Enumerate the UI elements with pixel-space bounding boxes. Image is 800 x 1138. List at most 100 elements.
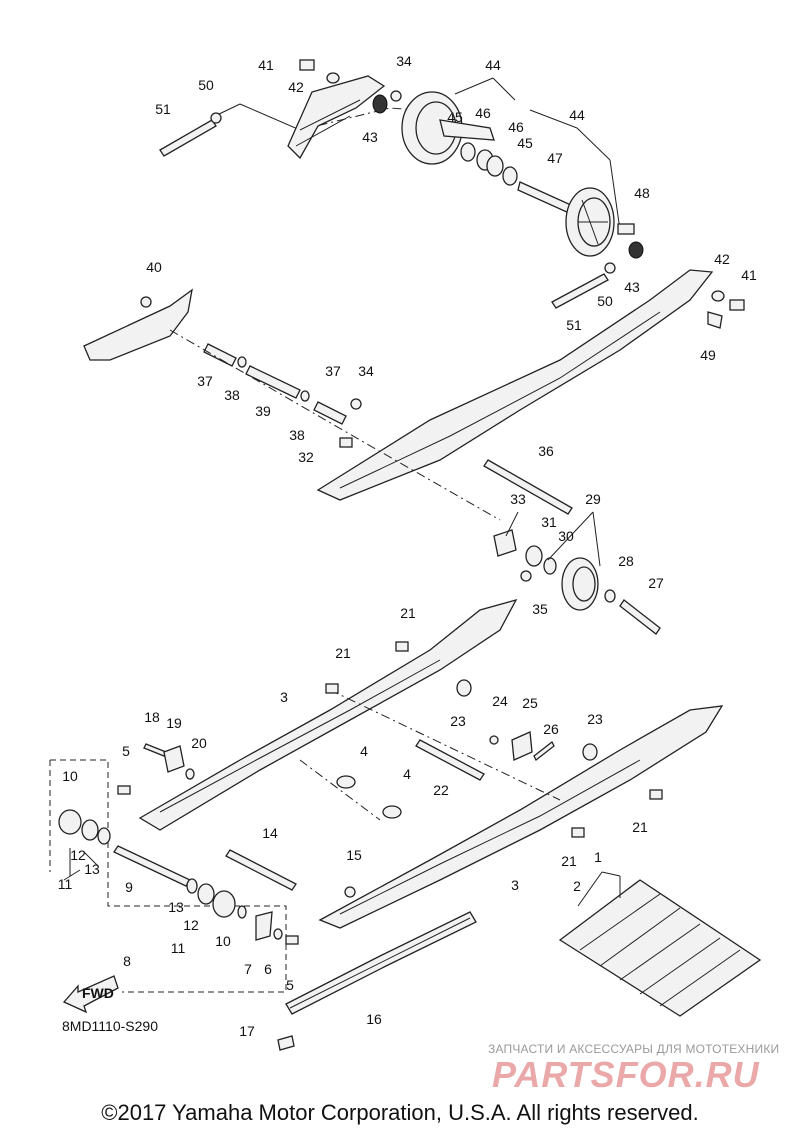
- callout-c6: 6: [264, 961, 272, 977]
- shaft-14: [225, 849, 297, 891]
- callout-c36: 36: [538, 443, 554, 459]
- callout-c40: 40: [146, 259, 162, 275]
- callout-c18: 18: [144, 709, 160, 725]
- callout-c46a: 46: [475, 105, 491, 121]
- callout-c42b: 42: [714, 251, 730, 267]
- bearing-45-left: [460, 142, 476, 162]
- bolt-21-b: [325, 683, 339, 694]
- callout-c45a: 45: [447, 109, 463, 125]
- bolt-51-lower: [551, 273, 609, 309]
- callout-c21a: 21: [400, 605, 416, 621]
- callout-c45b: 45: [517, 135, 533, 151]
- lower-slide-rail-frames: [117, 598, 724, 929]
- block-19: [163, 745, 185, 773]
- plate-7: [255, 911, 273, 941]
- slide-runner: [277, 911, 477, 1051]
- callout-c29: 29: [585, 491, 601, 507]
- callout-c50a: 50: [198, 77, 214, 93]
- callout-c38b: 38: [289, 427, 305, 443]
- callout-c9: 9: [125, 879, 133, 895]
- callout-c11a: 11: [58, 876, 73, 892]
- callout-c48: 48: [634, 185, 650, 201]
- upper-arm-bracket-left: [287, 75, 386, 160]
- nut-40: [140, 296, 152, 308]
- arm-plate-right: [316, 269, 714, 501]
- bolt-21-a: [395, 641, 409, 652]
- bearing-30: [543, 557, 557, 575]
- callout-c34a: 34: [396, 53, 412, 69]
- callout-c2: 2: [573, 878, 581, 894]
- upper-rear-axle-assembly: [159, 59, 745, 329]
- callout-c13a: 13: [84, 861, 100, 877]
- callout-c51a: 51: [155, 101, 171, 117]
- callout-c42a: 42: [288, 79, 304, 95]
- callout-c35: 35: [532, 601, 548, 617]
- callout-c4b: 4: [403, 766, 411, 782]
- collar-33: [493, 529, 517, 557]
- spacer-11: [237, 905, 247, 919]
- bolt-26: [533, 741, 555, 761]
- callout-c10a: 10: [62, 768, 78, 784]
- bearing-12-left: [81, 819, 99, 841]
- callout-c7: 7: [244, 961, 252, 977]
- callout-c3a: 3: [280, 689, 288, 705]
- callout-c21b: 21: [335, 645, 351, 661]
- nut-50-upper: [210, 112, 222, 124]
- callout-c33: 33: [510, 491, 526, 507]
- bearing-45-right: [502, 166, 518, 186]
- track-clip-kit: [558, 871, 762, 1017]
- nut-34-middle: [350, 398, 362, 410]
- bolt-48: [617, 223, 635, 235]
- callout-c25: 25: [522, 695, 538, 711]
- callout-c38a: 38: [224, 387, 240, 403]
- callout-c23b: 23: [587, 711, 603, 727]
- callout-c44b: 44: [569, 107, 585, 123]
- bolt-21-d: [571, 827, 585, 838]
- nut-15: [344, 886, 356, 898]
- washer-4-a: [336, 775, 356, 789]
- collar-43-lower: [628, 241, 644, 259]
- callout-c1: 1: [594, 849, 602, 865]
- washer-42-upper: [326, 72, 340, 84]
- callout-c26: 26: [543, 721, 559, 737]
- fwd-arrow-icon: FWD: [62, 975, 119, 1014]
- callout-c19: 19: [166, 715, 182, 731]
- wheel-10-right: [212, 890, 236, 918]
- collar-23-a: [456, 679, 472, 697]
- circlip-31: [525, 545, 543, 567]
- drawing-code: 8MD1110-S290: [62, 1018, 158, 1034]
- callout-c13b: 13: [168, 899, 184, 915]
- spacer-37-left: [203, 343, 237, 367]
- callout-c17: 17: [239, 1023, 255, 1039]
- callout-c34b: 34: [358, 363, 374, 379]
- callout-c21c: 21: [632, 819, 648, 835]
- bolt-5-a: [117, 785, 131, 795]
- callout-c41b: 41: [741, 267, 757, 283]
- wheel-10-left: [58, 809, 82, 835]
- callout-c30: 30: [558, 528, 574, 544]
- callout-c31: 31: [541, 514, 557, 530]
- seal-46-right: [486, 155, 504, 177]
- bolt-32: [339, 437, 353, 448]
- callout-c32: 32: [298, 449, 314, 465]
- callout-c16: 16: [366, 1011, 382, 1027]
- collar-23-b: [582, 743, 598, 761]
- ring-38-left: [237, 356, 247, 368]
- washer-42-lower: [711, 290, 725, 302]
- callout-c44a: 44: [485, 57, 501, 73]
- callout-c20: 20: [191, 735, 207, 751]
- track-section: [558, 879, 762, 1017]
- middle-arm-frame: [83, 269, 714, 635]
- bolt-21-c: [649, 789, 663, 800]
- bolt-41-lower: [729, 299, 745, 311]
- circlip-13-right: [186, 878, 198, 894]
- fwd-label: FWD: [82, 985, 114, 1001]
- shaft-22: [415, 739, 485, 781]
- callout-c8: 8: [123, 953, 131, 969]
- callout-c46b: 46: [508, 119, 524, 135]
- callout-c47: 47: [547, 150, 563, 166]
- callout-c11b: 11: [171, 940, 186, 956]
- shaft-36: [483, 459, 573, 515]
- callout-c39: 39: [255, 403, 271, 419]
